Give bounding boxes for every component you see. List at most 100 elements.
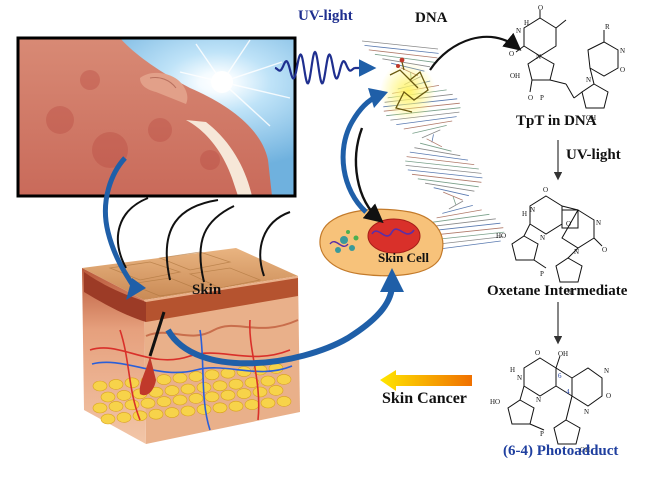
helix-rung bbox=[409, 151, 469, 161]
oxetane-n3: N bbox=[596, 219, 601, 227]
photoadduct-n3: N bbox=[604, 367, 609, 375]
helix-rung bbox=[426, 138, 443, 148]
fat-cell bbox=[180, 405, 196, 417]
fat-cell bbox=[172, 394, 188, 406]
fat-cell bbox=[108, 379, 124, 390]
skin-cancer-arrow bbox=[380, 370, 472, 391]
photoadduct-structure bbox=[507, 355, 603, 445]
fat-cell bbox=[156, 374, 172, 385]
fat-cell bbox=[204, 369, 220, 381]
fat-cell bbox=[100, 413, 116, 425]
fat-cell bbox=[124, 377, 140, 389]
photoadduct-h: H bbox=[510, 366, 515, 374]
fat-cell bbox=[220, 389, 236, 401]
helix-rung bbox=[428, 218, 496, 228]
photoadduct-n1: N bbox=[517, 374, 522, 382]
uv-light-label: UV-light bbox=[298, 8, 353, 24]
fat-cell bbox=[164, 385, 180, 396]
photoadduct-p: P bbox=[540, 430, 544, 438]
oxetane-o3: O bbox=[602, 246, 607, 254]
photoadduct-n2: N bbox=[536, 396, 541, 404]
fat-cell bbox=[260, 397, 276, 409]
helix-rung bbox=[414, 147, 461, 157]
helix-rung bbox=[452, 196, 457, 205]
fat-cell bbox=[116, 390, 132, 401]
blue-arrows bbox=[102, 88, 404, 367]
photoadduct-atoms: H N N O OH N N O HO P OH 6 4 bbox=[490, 349, 611, 454]
tpt-oh2: OH bbox=[586, 114, 596, 122]
helix-rung bbox=[405, 160, 479, 170]
oxetane-label: Oxetane Intermediate bbox=[487, 283, 628, 299]
helix-rung bbox=[433, 187, 469, 197]
tpt-o1: O bbox=[509, 50, 514, 58]
oxetane-n4: N bbox=[574, 248, 579, 256]
tpt-o3: O bbox=[528, 94, 533, 102]
helix-rung bbox=[405, 165, 482, 174]
fat-cell bbox=[212, 380, 228, 392]
photoadduct-oh1: OH bbox=[558, 350, 568, 358]
fat-cell bbox=[212, 402, 228, 414]
fat-cell bbox=[228, 378, 244, 390]
helix-rung bbox=[403, 120, 453, 130]
oxetane-o2: O bbox=[566, 220, 571, 228]
fat-cell bbox=[228, 400, 244, 412]
helix-rung bbox=[396, 116, 457, 125]
fat-cell bbox=[260, 375, 276, 387]
tpt-n3: N bbox=[620, 47, 625, 55]
photoadduct-num6: 6 bbox=[558, 372, 562, 380]
helix-rung bbox=[407, 169, 483, 179]
helix-rung bbox=[433, 236, 504, 245]
oxetane-n1: N bbox=[530, 206, 535, 214]
sunburn-photo bbox=[16, 36, 297, 198]
skin-cell-label: Skin Cell bbox=[378, 250, 429, 265]
helix-rung bbox=[364, 45, 439, 54]
fat-cell bbox=[148, 408, 164, 420]
skin-cancer-label: Skin Cancer bbox=[382, 390, 467, 407]
photoadduct-o2: O bbox=[606, 392, 611, 400]
photoadduct-oh2: OH bbox=[580, 446, 590, 454]
tpt-atoms: H N N O O OH O P R N N O OH bbox=[509, 4, 625, 122]
oxetane-n2: N bbox=[540, 234, 545, 242]
fat-cell bbox=[276, 396, 292, 407]
fat-cell bbox=[188, 393, 204, 404]
tpt-n2: N bbox=[536, 53, 541, 61]
fat-cell bbox=[268, 363, 284, 374]
tpt-oh1: OH bbox=[510, 72, 520, 80]
dna-to-tpt-arrow bbox=[429, 32, 522, 71]
dna-helix bbox=[361, 40, 505, 250]
oxetane-atoms: O H N N O N N O HO P OH bbox=[496, 186, 607, 296]
helix-rung bbox=[420, 142, 452, 152]
skin-label: Skin bbox=[192, 282, 222, 298]
fat-cell bbox=[116, 412, 132, 423]
photoadduct-label: (6-4) Photoadduct bbox=[503, 443, 619, 459]
uv-wave bbox=[274, 50, 377, 85]
tpt-structure bbox=[515, 10, 619, 109]
fat-cell bbox=[276, 374, 292, 385]
fat-cell bbox=[100, 391, 116, 403]
fat-cell bbox=[108, 401, 124, 412]
tpt-p: P bbox=[540, 94, 544, 102]
helix-rung bbox=[361, 40, 439, 50]
helix-rung bbox=[448, 200, 464, 210]
photoadduct-o1: O bbox=[535, 349, 540, 357]
fat-cell bbox=[132, 410, 148, 422]
skin-cross-section bbox=[82, 248, 300, 444]
fat-cell bbox=[164, 407, 180, 418]
fat-cell bbox=[156, 396, 172, 407]
fat-cell bbox=[236, 388, 252, 399]
skin-cell bbox=[319, 208, 444, 277]
tpt-o4: O bbox=[620, 66, 625, 74]
fat-cell bbox=[196, 404, 212, 415]
helix-rung bbox=[421, 129, 441, 139]
fat-cell bbox=[180, 383, 196, 395]
photoadduct-n4: N bbox=[584, 408, 589, 416]
helix-rung bbox=[443, 191, 463, 201]
helix-rung bbox=[425, 182, 475, 192]
oxetane-ho: HO bbox=[496, 232, 506, 240]
oxetane-oh: OH bbox=[564, 288, 574, 296]
uv-light-step-label: UV-light bbox=[566, 147, 621, 163]
fat-cell bbox=[204, 391, 220, 403]
tpt-r: R bbox=[605, 23, 610, 31]
tpt-o2: O bbox=[538, 4, 543, 12]
